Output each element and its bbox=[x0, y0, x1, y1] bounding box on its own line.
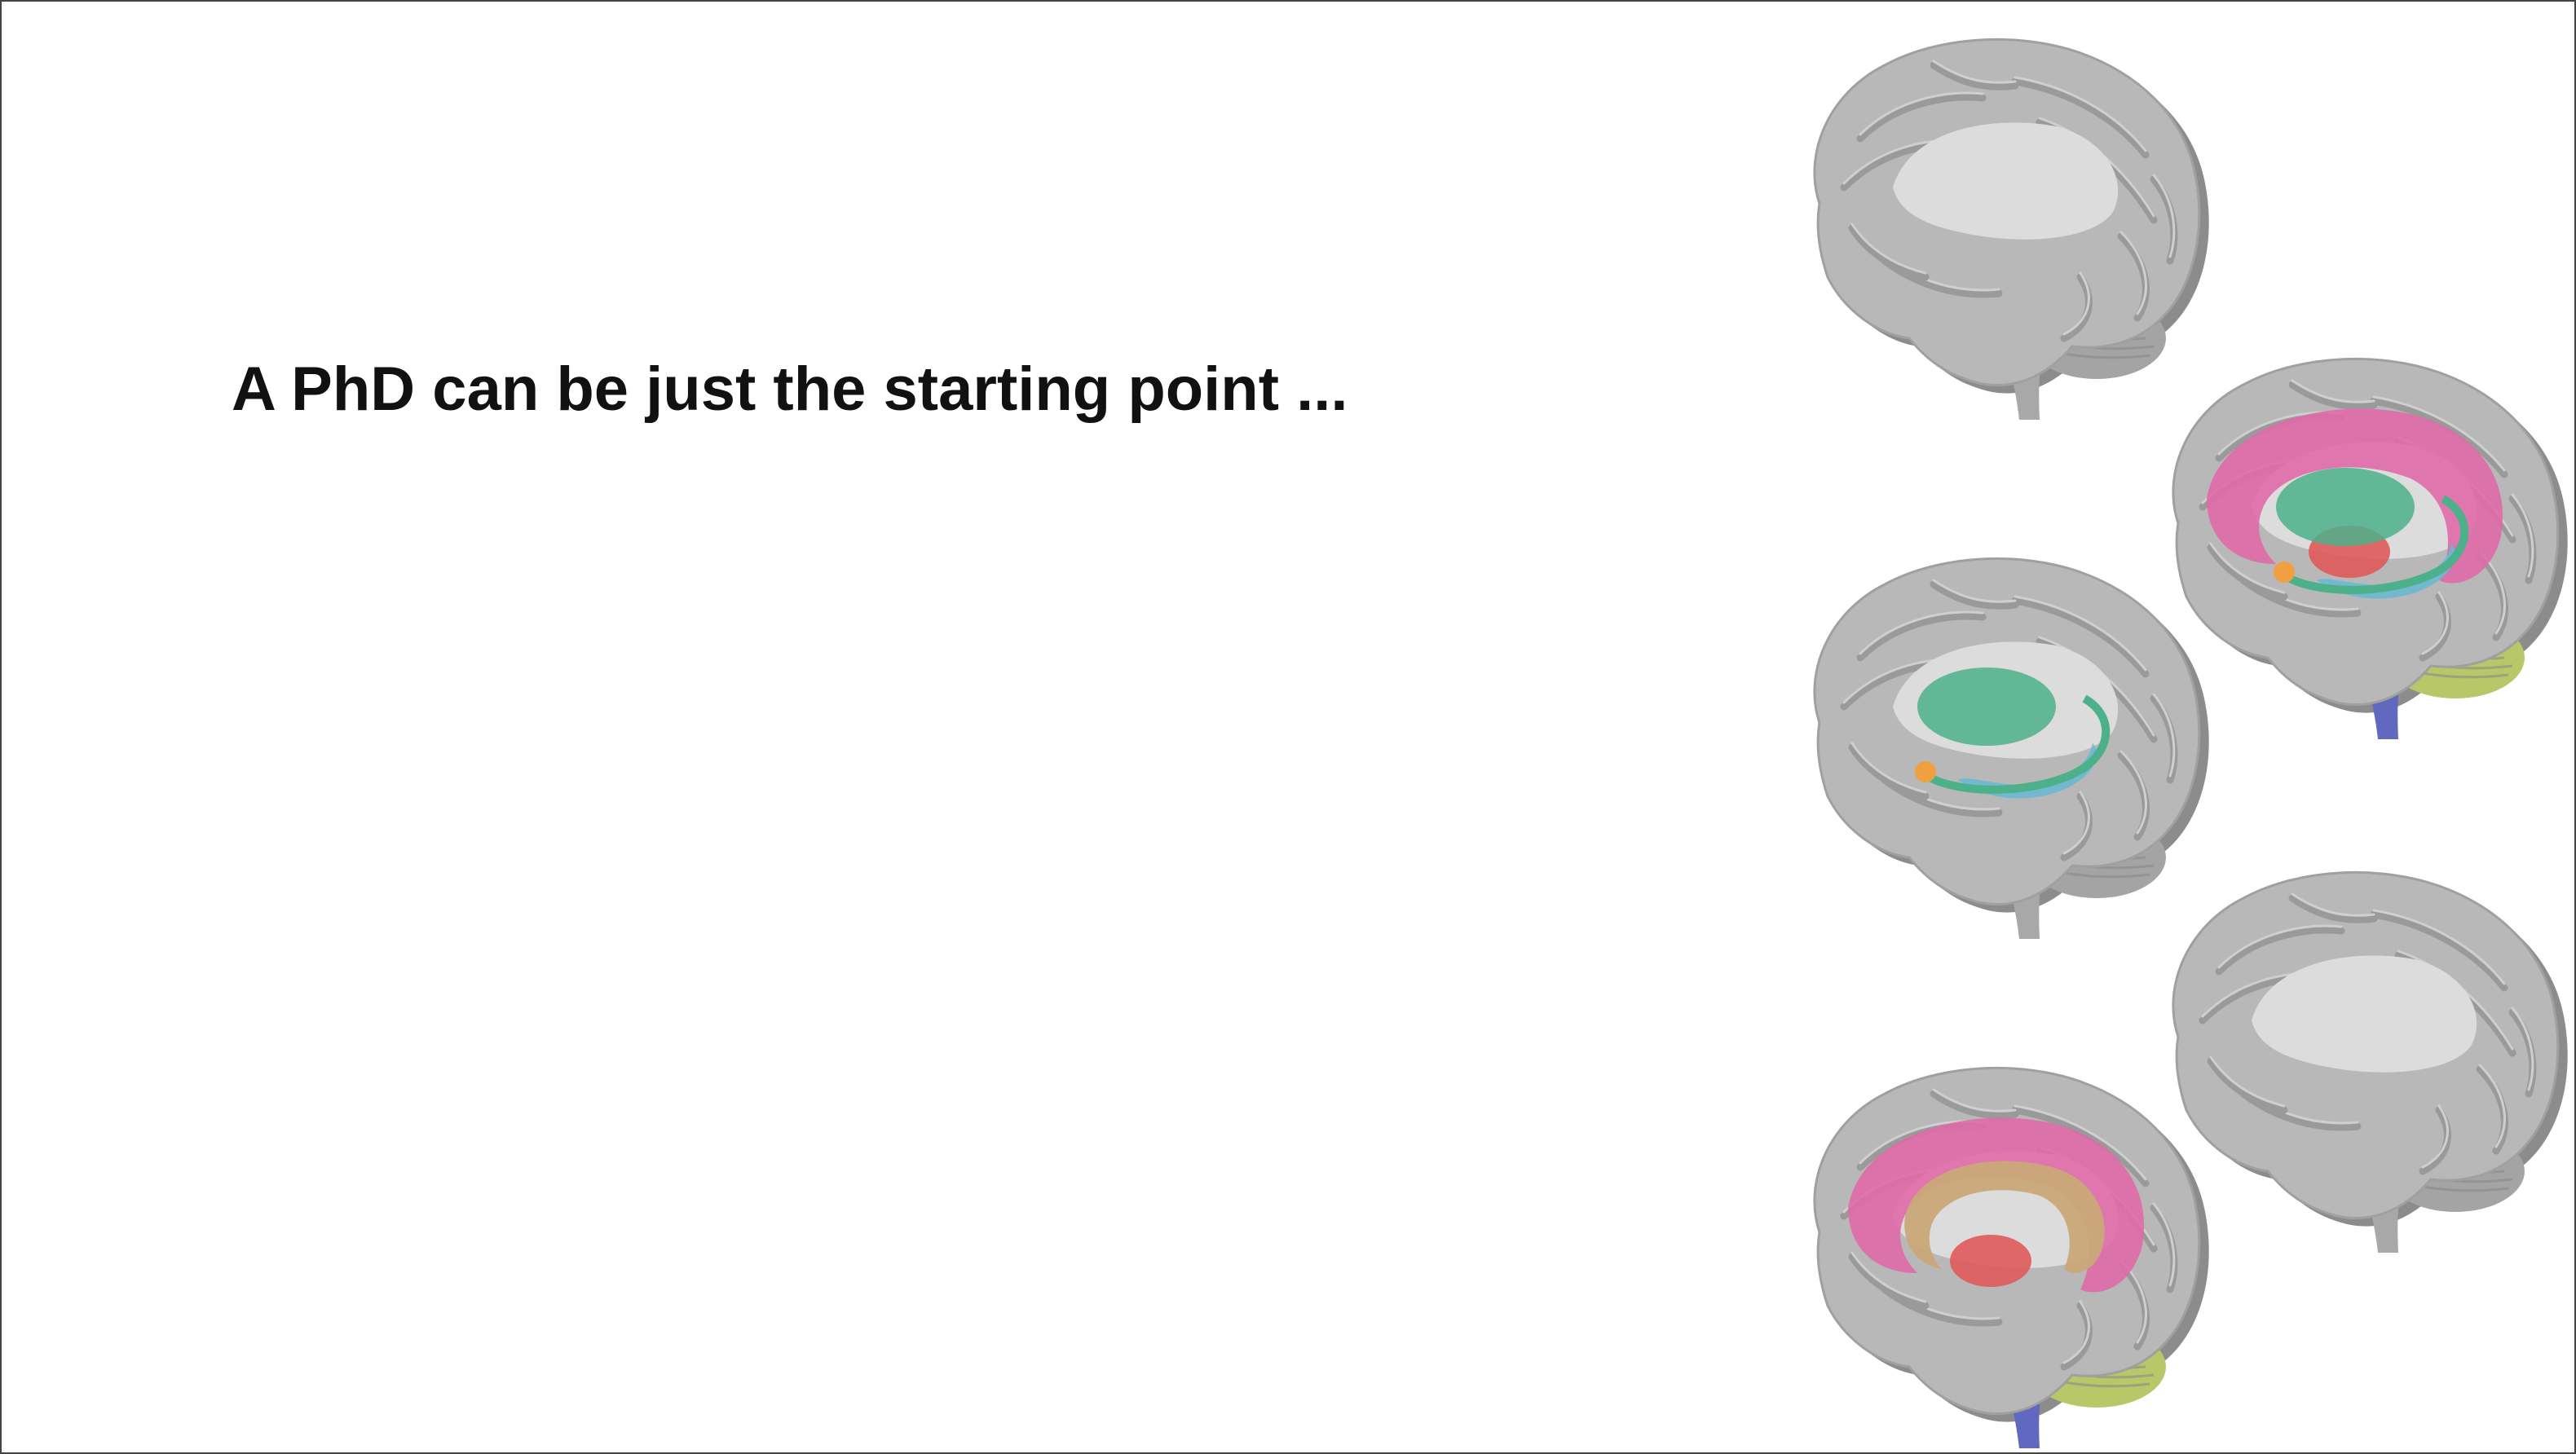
hippocampus bbox=[1958, 743, 2097, 799]
mammillary-body bbox=[2274, 562, 2295, 583]
corpus-callosum bbox=[1904, 1161, 2105, 1273]
slide-headline: A PhD can be just the starting point ... bbox=[232, 355, 1348, 424]
thalamus bbox=[1950, 1235, 2031, 1287]
medial-region bbox=[1893, 122, 2119, 240]
mammillary-body bbox=[1915, 761, 1936, 782]
brain-plain-bottom-illustration bbox=[2129, 849, 2569, 1257]
hippocampus bbox=[2317, 544, 2455, 599]
brain-plain-top-illustration bbox=[1771, 16, 2211, 424]
cingulate-gyrus bbox=[2207, 408, 2503, 584]
fornix-arc bbox=[2277, 495, 2469, 594]
fornix-body bbox=[1917, 668, 2056, 746]
brain-fornix-highlight-illustration bbox=[1771, 535, 2211, 943]
medial-region bbox=[2252, 955, 2477, 1073]
brain-limbic-highlight-illustration bbox=[1771, 1045, 2211, 1452]
fornix-body bbox=[2276, 468, 2415, 546]
cingulate-gyrus bbox=[1848, 1117, 2145, 1293]
brain-full-highlight-illustration bbox=[2129, 336, 2569, 743]
fornix-arc bbox=[1918, 694, 2111, 794]
